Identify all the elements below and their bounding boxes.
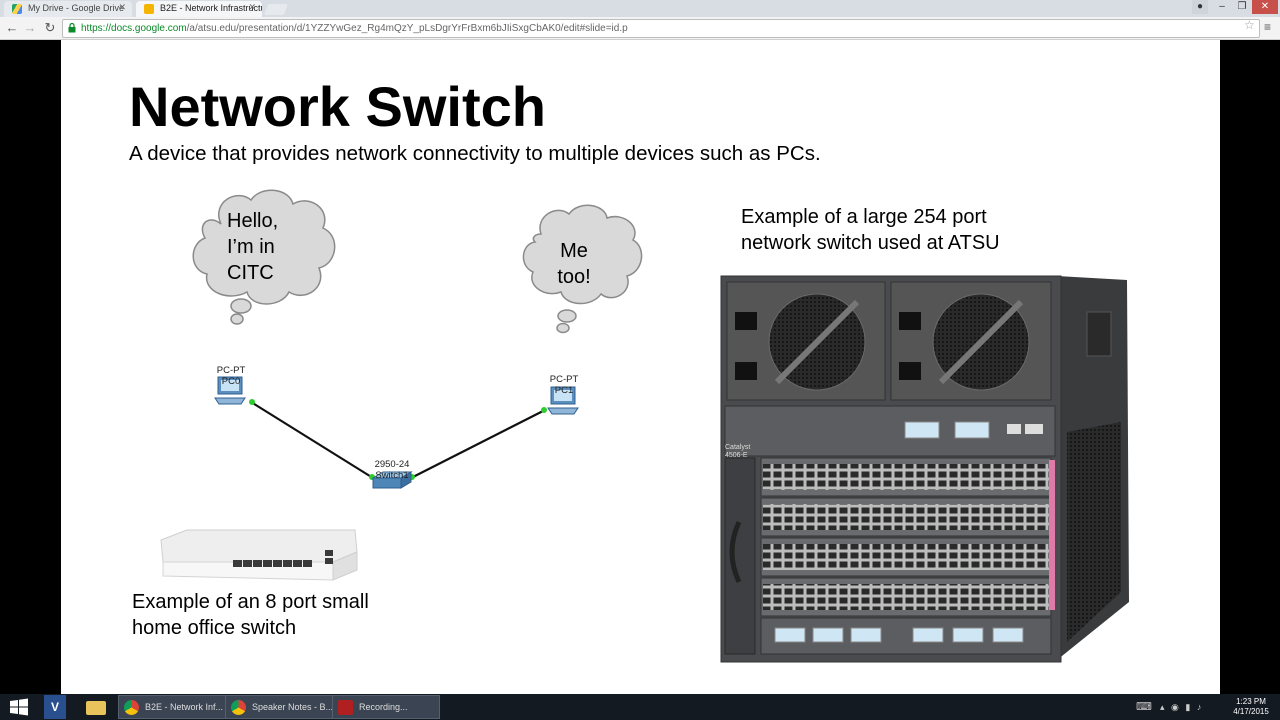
close-window-button[interactable]: ✕ xyxy=(1252,0,1278,14)
url-scheme: https:// xyxy=(81,23,112,34)
slide-subtitle: A device that provides network connectiv… xyxy=(129,142,821,165)
large-caption-line: network switch used at ATSU xyxy=(741,232,1000,254)
menu-icon[interactable]: ≡ xyxy=(1264,20,1272,34)
address-bar[interactable]: https://docs.google.com/a/atsu.edu/prese… xyxy=(62,19,1260,38)
tab-slides[interactable]: B2E - Network Infrastructu ✕ xyxy=(136,1,262,17)
small-switch-image xyxy=(160,529,358,581)
bubble-right-line: Me xyxy=(560,240,588,262)
pc0-name: PC0 xyxy=(221,376,241,387)
clock-date: 4/17/2015 xyxy=(1233,707,1269,716)
close-tab-icon[interactable]: ✕ xyxy=(118,2,126,12)
pc0-type: PC-PT xyxy=(216,365,246,376)
browser-toolbar: ← → ↻ https://docs.google.com/a/atsu.edu… xyxy=(0,17,1280,40)
clock-time: 1:23 PM xyxy=(1236,697,1266,706)
pc1-label: PC-PT PC1 xyxy=(544,374,584,396)
taskbar-app-label: Speaker Notes - B... xyxy=(252,702,333,712)
google-drive-icon xyxy=(12,4,22,14)
keyboard-icon[interactable]: ⌨ xyxy=(1136,701,1152,713)
bubble-left-line: CITC xyxy=(227,262,274,284)
taskbar-app-label: B2E - Network Inf... xyxy=(145,702,224,712)
thought-bubble-left xyxy=(192,189,336,325)
chrome-icon xyxy=(124,700,139,715)
large-switch-caption: Example of a large 254 port network swit… xyxy=(741,204,1000,256)
slide-title: Network Switch xyxy=(129,75,546,138)
bubble-right-text: Me too! xyxy=(556,238,592,290)
restore-button[interactable]: ❐ xyxy=(1237,1,1247,12)
back-arrow-icon[interactable]: ← xyxy=(5,20,19,35)
lock-icon xyxy=(68,23,76,33)
taskbar-app-label: Recording... xyxy=(359,702,408,712)
forward-arrow-icon[interactable]: → xyxy=(23,20,37,35)
network-topology xyxy=(192,189,643,489)
chrome-icon xyxy=(231,700,246,715)
pc1-type: PC-PT xyxy=(549,374,579,385)
bubble-left-line: Hello, xyxy=(227,210,279,232)
large-switch-image xyxy=(720,275,1129,663)
pc1-icon xyxy=(547,386,579,415)
minimize-button[interactable]: – xyxy=(1219,1,1225,12)
windows-start-icon[interactable] xyxy=(6,695,32,719)
chassis-model-line: 4506-E xyxy=(725,452,748,459)
slide-canvas: Network Switch A device that provides ne… xyxy=(61,40,1220,694)
user-icon[interactable]: ● xyxy=(1192,0,1208,14)
tray-icons[interactable]: ▴ ◉ ▮ ♪ xyxy=(1160,702,1204,712)
switch-label: 2950-24 Switch1 xyxy=(366,459,418,481)
switch-icon xyxy=(371,471,413,489)
pc0-icon xyxy=(214,376,246,405)
small-caption-line: home office switch xyxy=(132,617,297,639)
switch-model: 2950-24 xyxy=(374,459,410,470)
google-slides-icon xyxy=(144,4,154,14)
taskbar-app-speaker-notes[interactable]: Speaker Notes - B... xyxy=(225,695,333,719)
chassis-model-line: Catalyst xyxy=(725,444,751,451)
vmware-icon[interactable]: V xyxy=(44,695,66,719)
new-tab-button[interactable] xyxy=(263,4,289,15)
thought-bubble-right xyxy=(522,204,643,334)
switch-name: Switch1 xyxy=(375,470,409,481)
large-caption-line: Example of a large 254 port xyxy=(741,206,987,228)
chassis-model-label: Catalyst 4506-E xyxy=(725,444,750,460)
tab-label: B2E - Network Infrastructu xyxy=(160,3,262,13)
bubble-left-text: Hello, I’m in CITC xyxy=(227,208,278,286)
taskbar-app-recording[interactable]: Recording... xyxy=(332,695,440,719)
taskbar: V B2E - Network Inf... Speaker Notes - B… xyxy=(0,694,1280,720)
small-switch-caption: Example of an 8 port small home office s… xyxy=(132,589,369,641)
tab-my-drive[interactable]: My Drive - Google Drive ✕ xyxy=(4,1,132,17)
bookmark-star-icon[interactable]: ☆ xyxy=(1244,18,1255,32)
small-caption-line: Example of an 8 port small xyxy=(132,591,369,613)
pc1-name: PC1 xyxy=(554,385,574,396)
reload-icon[interactable]: ↻ xyxy=(44,20,56,35)
recording-icon xyxy=(338,700,353,715)
file-explorer-icon[interactable] xyxy=(84,695,108,719)
bubble-right-line: too! xyxy=(557,266,591,288)
close-tab-icon[interactable]: ✕ xyxy=(248,2,256,12)
tab-strip: My Drive - Google Drive ✕ B2E - Network … xyxy=(0,0,1280,17)
taskbar-app-slides[interactable]: B2E - Network Inf... xyxy=(118,695,226,719)
url-host: docs.google.com xyxy=(111,23,187,34)
url-path: /a/atsu.edu/presentation/d/1YZZYwGez_Rg4… xyxy=(186,23,628,34)
pc0-label: PC-PT PC0 xyxy=(211,365,251,387)
tab-label: My Drive - Google Drive xyxy=(28,3,125,13)
system-clock[interactable]: 1:23 PM 4/17/2015 xyxy=(1226,697,1276,717)
bubble-left-line: I’m in xyxy=(227,236,275,258)
